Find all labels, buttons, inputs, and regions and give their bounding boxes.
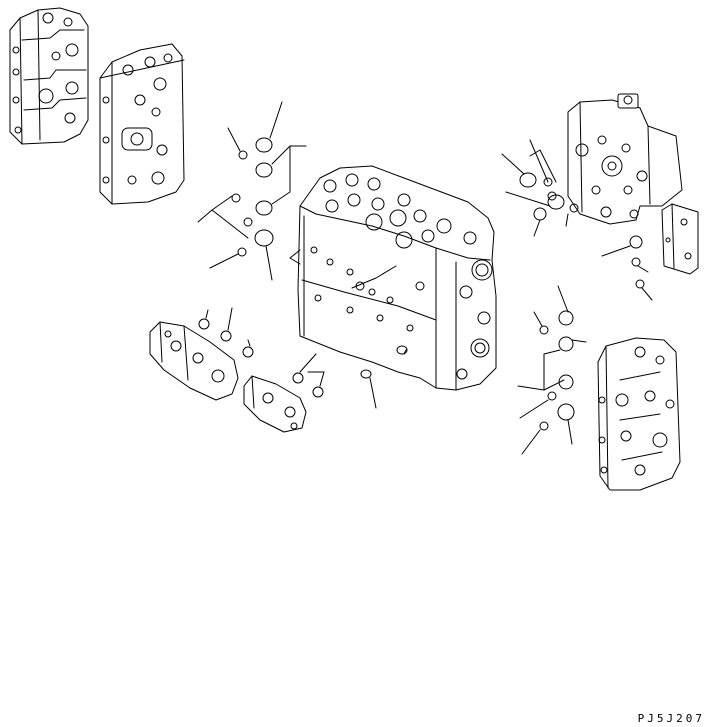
valve-section-lower-right (597, 337, 681, 491)
cover-plate-right (601, 203, 699, 301)
bolt-part (360, 345, 408, 409)
o-ring-cluster-lower-left (198, 307, 254, 358)
valve-section-lower-left (149, 321, 239, 401)
o-ring-cluster-upper (197, 101, 307, 281)
valve-section-top-left (99, 43, 185, 205)
o-ring-cluster-lower-right (517, 285, 587, 455)
valve-section-small-lower (243, 353, 325, 433)
drawing-code: PJ5J207 (637, 712, 705, 725)
end-cover-plate-left (9, 7, 89, 145)
relief-valve-assembly-right (567, 93, 683, 225)
o-ring-cluster-upper-right (501, 139, 579, 237)
main-valve-block (289, 165, 497, 391)
